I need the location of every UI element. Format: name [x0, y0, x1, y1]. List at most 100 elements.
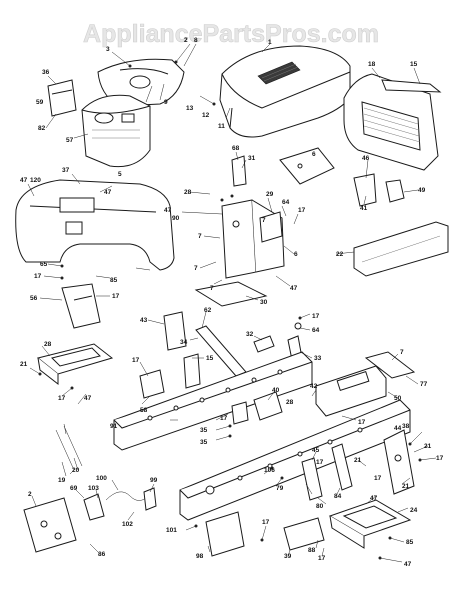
part-label: 62	[204, 307, 212, 314]
part-label: 9	[164, 99, 168, 106]
part-label: 15	[206, 355, 214, 362]
bracket-40-part	[231, 391, 283, 425]
cross-member-part	[139, 353, 201, 399]
part-label: 2	[184, 37, 188, 44]
part-label: 28	[184, 189, 192, 196]
frame-right-rail-part	[179, 399, 411, 521]
part-label: 35	[200, 427, 208, 434]
mount-bracket-part	[61, 283, 101, 329]
part-label: 13	[186, 105, 194, 112]
bracket-31-part	[231, 155, 247, 187]
part-label: 47	[104, 189, 112, 196]
part-label: 18	[368, 61, 376, 68]
part-label: 44	[394, 425, 402, 432]
part-label: 64	[282, 199, 290, 206]
part-label: 17	[132, 357, 140, 364]
bracket-43-part	[163, 311, 187, 351]
part-label: 47	[370, 495, 378, 502]
fuel-tank-part	[81, 94, 151, 168]
part-label: 38	[402, 423, 410, 430]
part-label: 3	[106, 46, 110, 53]
arm-84-part	[301, 443, 353, 501]
part-label: 36	[42, 69, 50, 76]
part-label: 31	[248, 155, 256, 162]
part-label: 68	[232, 145, 240, 152]
part-label: 17	[436, 455, 444, 462]
part-label: 77	[420, 381, 428, 388]
part-label: 17	[112, 293, 120, 300]
part-label: 17	[220, 415, 228, 422]
part-label: 7	[262, 217, 266, 224]
bracket-36-part	[47, 79, 77, 117]
bracket-39-part	[283, 517, 325, 551]
part-label: 85	[110, 277, 118, 284]
fastener-dots	[38, 60, 422, 560]
part-label: 17	[34, 273, 42, 280]
hood-part	[219, 45, 351, 138]
frame-left-rail-part	[113, 351, 313, 451]
part-label: 33	[314, 355, 322, 362]
part-label: 120	[30, 177, 41, 184]
part-label: 17	[316, 459, 324, 466]
part-label: 50	[394, 395, 402, 402]
part-label: 41	[360, 205, 368, 212]
part-label: 59	[36, 99, 44, 106]
lever-part	[55, 425, 83, 475]
bracket-44-part	[383, 429, 415, 495]
part-label: 15	[410, 61, 418, 68]
part-label: 19	[58, 477, 66, 484]
part-label: 57	[66, 137, 74, 144]
part-label: 39	[284, 553, 292, 560]
part-label: 7	[198, 233, 202, 240]
footrest-right-part	[328, 499, 412, 549]
part-number-labels: 3 2 1 8 9 13 12 11 36 59 82 57 5 18 15 4…	[20, 37, 444, 568]
part-label: 37	[62, 167, 70, 174]
part-label: 47	[20, 177, 28, 184]
grille-part	[343, 73, 439, 171]
part-label: 65	[40, 261, 48, 268]
dash-panel-part	[97, 58, 185, 107]
part-label: 2	[28, 491, 32, 498]
part-label: 21	[424, 443, 432, 450]
part-label: 34	[180, 339, 188, 346]
part-label: 103	[88, 485, 99, 492]
part-label: 6	[294, 251, 298, 258]
part-label: 17	[312, 313, 320, 320]
part-label: 1	[268, 39, 272, 46]
part-label: 98	[196, 553, 204, 560]
part-label: 88	[308, 547, 316, 554]
floor-plate-part	[194, 281, 268, 307]
part-label: 82	[38, 125, 46, 132]
bracket-98-part	[205, 511, 245, 557]
part-label: 7	[194, 265, 198, 272]
side-skirt-part	[353, 221, 449, 277]
part-label: 17	[298, 207, 306, 214]
part-label: 22	[336, 251, 344, 258]
part-label: 17	[374, 475, 382, 482]
part-label: 86	[98, 551, 106, 558]
front-bumper-part	[381, 79, 442, 93]
part-label: 64	[312, 327, 320, 334]
part-label: 47	[84, 395, 92, 402]
part-label: 28	[286, 399, 294, 406]
part-label: 24	[410, 507, 418, 514]
part-label: 47	[164, 207, 172, 214]
part-label: 32	[246, 331, 254, 338]
part-label: 79	[276, 485, 284, 492]
part-label: 49	[418, 187, 426, 194]
part-label: 100	[96, 475, 107, 482]
part-label: 46	[362, 155, 370, 162]
part-label: 21	[20, 361, 28, 368]
watermark-text: AppliancePartsPros.com	[83, 20, 379, 48]
part-label: 47	[404, 561, 412, 568]
part-label: 17	[318, 555, 326, 562]
part-label: 11	[218, 123, 225, 130]
part-label: 28	[44, 341, 52, 348]
spring-rod-part	[105, 487, 157, 511]
part-label: 17	[262, 519, 270, 526]
part-label: 21	[402, 483, 410, 490]
part-label: 106	[264, 467, 275, 474]
footrest-left-part	[36, 343, 114, 386]
part-label: 35	[200, 439, 208, 446]
